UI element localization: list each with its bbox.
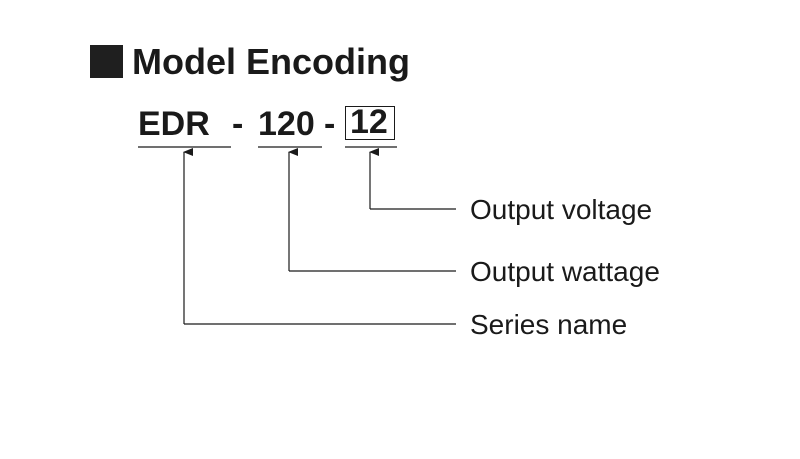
diagram-title: Model Encoding [132,41,410,82]
callout-output-wattage: Output wattage [470,256,660,287]
code-voltage-segment: 12 [350,103,388,141]
code-separator-1: - [232,105,244,143]
code-voltage-box [345,106,395,140]
heading-bullet-square [90,45,123,78]
code-series-segment: EDR [138,105,210,143]
code-wattage-segment: 120 [258,105,315,143]
code-separator-2: - [324,105,336,143]
callout-series-name: Series name [470,309,628,340]
callout-output-voltage: Output voltage [470,194,653,225]
